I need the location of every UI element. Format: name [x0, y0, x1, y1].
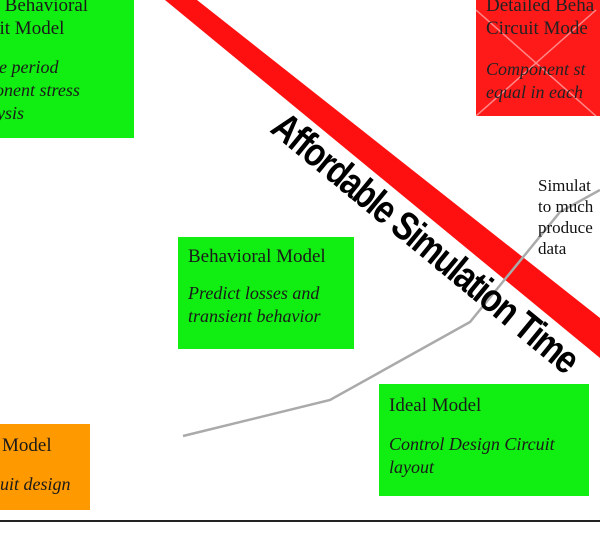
ideal-model-title: Ideal Model	[389, 395, 482, 416]
cross-out-mark	[476, 9, 597, 116]
detailed-circuit-title-2: Circuit Mode	[486, 18, 588, 39]
detailed-behavioral-title-2: uit Model	[0, 18, 65, 39]
detailed-behavioral-desc-3: lysis	[0, 103, 25, 123]
detailed-circuit-title-1: Detailed Beha	[486, 0, 595, 16]
simulation-caption: Simulat to much produce data	[538, 175, 593, 259]
detailed-behavior-circuit-model-box: Detailed Beha Circuit Mode Component st …	[476, 0, 600, 116]
trend-curve	[182, 188, 600, 438]
circuit-model-title: Model	[2, 435, 52, 456]
behavioral-desc-1: Predict losses and	[188, 283, 320, 303]
bottom-rule	[0, 520, 600, 522]
detailed-behavioral-title-1: ed Behavioral	[0, 0, 89, 16]
behavioral-model-title: Behavioral Model	[188, 246, 326, 267]
circuit-model-desc: uit design	[0, 474, 71, 494]
circuit-model-box: Model uit design	[0, 424, 90, 510]
behavioral-model-box: Behavioral Model Predict losses and tran…	[178, 237, 354, 349]
ideal-model-box: Ideal Model Control Design Circuit layou…	[379, 384, 589, 496]
caption-line-2: to much	[538, 197, 594, 216]
detailed-behavioral-desc-1: le period	[0, 57, 59, 77]
caption-line-1: Simulat	[538, 176, 591, 195]
behavioral-desc-2: transient behavior	[188, 306, 321, 326]
caption-line-4: data	[538, 239, 567, 258]
affordable-time-band	[165, 0, 600, 358]
detailed-circuit-desc-2: equal in each	[486, 82, 583, 102]
ideal-desc-1: Control Design Circuit	[389, 434, 555, 454]
caption-line-3: produce	[538, 218, 593, 237]
detailed-behavioral-model-box: ed Behavioral uit Model le period ponent…	[0, 0, 134, 138]
ideal-desc-2: layout	[389, 457, 434, 477]
detailed-circuit-desc-1: Component st	[486, 59, 586, 79]
detailed-behavioral-desc-2: ponent stress	[0, 80, 80, 100]
